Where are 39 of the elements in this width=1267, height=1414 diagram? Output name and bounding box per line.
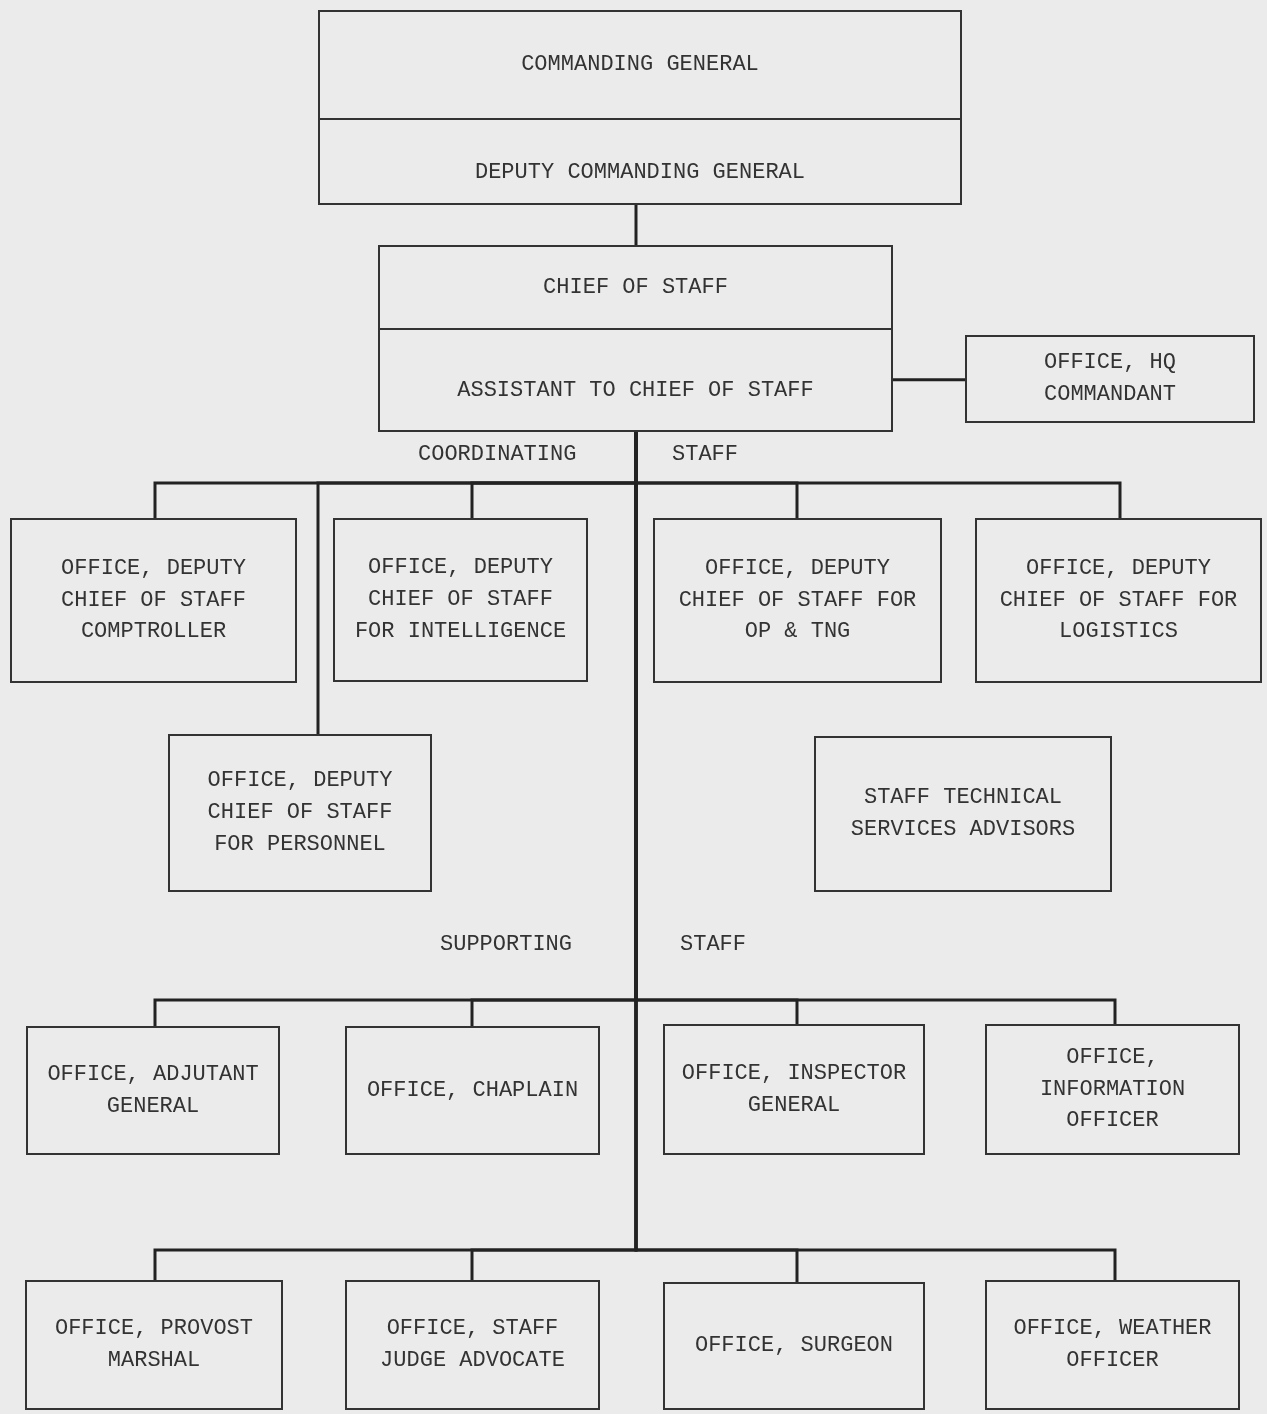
- office-title: DEPUTY COMMANDING GENERAL: [320, 118, 960, 225]
- office-box: [333, 518, 588, 682]
- connector-line: [634, 205, 638, 245]
- office-box: [975, 518, 1262, 683]
- office-title: COMMANDING GENERAL: [520, 51, 760, 80]
- office-box: [814, 736, 1112, 892]
- office-box: [653, 518, 942, 683]
- office-title: OFFICE, STAFF JUDGE ADVOCATE: [379, 1315, 566, 1375]
- office-title: CHIEF OF STAFF: [542, 273, 729, 302]
- office-title: OFFICE, DEPUTY CHIEF OF STAFF FOR PERSONNEL: [206, 767, 394, 859]
- office-box: [378, 245, 893, 432]
- section-heading: SUPPORTING: [440, 932, 573, 957]
- office-title: OFFICE, DEPUTY CHIEF OF STAFF FOR INTELLIGENCE: [353, 554, 568, 646]
- office-title: OFFICE, HQ COMMANDANT: [1043, 349, 1177, 409]
- section-heading: STAFF: [680, 932, 746, 957]
- office-title: OFFICE, WEATHER OFFICER: [1012, 1315, 1213, 1375]
- office-title: OFFICE, CHAPLAIN: [365, 1076, 580, 1105]
- office-box: [26, 1026, 280, 1155]
- office-title: OFFICE, PROVOST MARSHAL: [53, 1315, 254, 1375]
- office-box: [985, 1280, 1240, 1410]
- connector-line: [893, 378, 965, 382]
- office-box: [168, 734, 432, 892]
- office-title: STAFF TECHNICAL SERVICES ADVISORS: [849, 784, 1077, 844]
- office-title: OFFICE, INSPECTOR GENERAL: [680, 1059, 908, 1120]
- office-box: [345, 1026, 600, 1155]
- office-title: OFFICE, INFORMATION OFFICER: [1038, 1043, 1187, 1136]
- office-title: OFFICE, SURGEON: [693, 1332, 894, 1361]
- office-box: [663, 1024, 925, 1155]
- office-box: [965, 335, 1255, 423]
- office-box: [10, 518, 297, 683]
- office-box: [25, 1280, 283, 1410]
- office-title: OFFICE, DEPUTY CHIEF OF STAFF COMPTROLLER: [60, 554, 247, 647]
- office-title: OFFICE, DEPUTY CHIEF OF STAFF FOR OP & TNG: [677, 554, 918, 647]
- office-box: [663, 1282, 925, 1410]
- office-title: OFFICE, ADJUTANT GENERAL: [46, 1060, 260, 1121]
- office-box: [345, 1280, 600, 1410]
- office-box: [318, 10, 962, 205]
- office-title: OFFICE, DEPUTY CHIEF OF STAFF FOR LOGISTICS: [998, 554, 1239, 647]
- office-box: [985, 1024, 1240, 1155]
